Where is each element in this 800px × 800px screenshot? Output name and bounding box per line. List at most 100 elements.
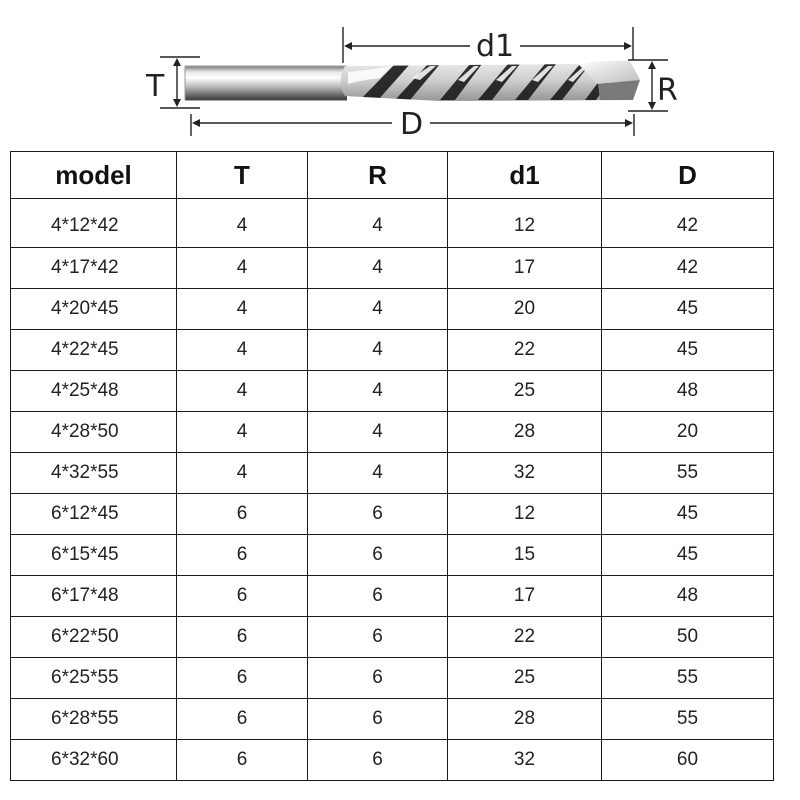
cell-t: 4 [176,370,308,412]
cell-model: 4*17*42 [10,247,177,289]
cell-d: 45 [601,288,774,330]
cell-model: 4*22*45 [10,329,177,371]
cell-d: 42 [601,247,774,289]
cell-d1: 12 [447,493,602,535]
cell-t: 4 [176,198,308,248]
cell-d: 55 [601,452,774,494]
cell-d: 60 [601,739,774,781]
table-row: 6*32*60 6 6 32 60 [10,739,774,781]
cell-d1: 25 [447,370,602,412]
cell-model: 4*20*45 [10,288,177,330]
header-t: T [176,151,308,199]
spec-table: model T R d1 D 4*12*42 4 4 12 42 4*17*42… [10,151,774,781]
cell-t: 6 [176,575,308,617]
cell-t: 6 [176,534,308,576]
cell-d: 45 [601,329,774,371]
cell-r: 6 [307,493,448,535]
cell-d: 55 [601,698,774,740]
cell-model: 6*17*48 [10,575,177,617]
cell-r: 6 [307,657,448,699]
cell-d1: 12 [447,198,602,248]
table-row: 6*28*55 6 6 28 55 [10,698,774,740]
cell-t: 6 [176,739,308,781]
cell-r: 6 [307,575,448,617]
cell-d: 45 [601,493,774,535]
table-row: 4*20*45 4 4 20 45 [10,288,774,330]
cell-t: 4 [176,247,308,289]
table-row: 6*12*45 6 6 12 45 [10,493,774,535]
table-row: 4*25*48 4 4 25 48 [10,370,774,412]
header-r: R [307,151,448,199]
cell-d1: 25 [447,657,602,699]
header-model: model [10,151,177,199]
header-d1: d1 [447,151,602,199]
cell-model: 4*12*42 [10,198,177,248]
tool-flutes [340,60,640,101]
tool-shank [185,66,347,100]
cell-model: 6*32*60 [10,739,177,781]
cell-r: 6 [307,616,448,658]
cell-t: 4 [176,329,308,371]
header-d: D [601,151,774,199]
cell-t: 4 [176,288,308,330]
cell-d: 55 [601,657,774,699]
cell-d1: 17 [447,247,602,289]
table-row: 6*25*55 6 6 25 55 [10,657,774,699]
cell-model: 6*12*45 [10,493,177,535]
table-header-row: model T R d1 D [10,151,774,199]
cell-model: 4*25*48 [10,370,177,412]
cell-d: 48 [601,575,774,617]
cell-t: 4 [176,452,308,494]
cell-t: 6 [176,493,308,535]
cell-d: 48 [601,370,774,412]
cell-model: 6*22*50 [10,616,177,658]
cell-model: 6*15*45 [10,534,177,576]
cell-t: 6 [176,698,308,740]
label-d1: d1 [476,29,514,64]
cell-d1: 32 [447,739,602,781]
cell-d1: 32 [447,452,602,494]
table-row: 4*28*50 4 4 28 20 [10,411,774,453]
cell-r: 6 [307,698,448,740]
cell-d1: 17 [447,575,602,617]
label-r: R [657,73,678,108]
cell-d1: 22 [447,616,602,658]
table-row: 6*17*48 6 6 17 48 [10,575,774,617]
cell-t: 6 [176,616,308,658]
cell-model: 4*28*50 [10,411,177,453]
cell-r: 4 [307,329,448,371]
cell-r: 4 [307,247,448,289]
cell-d1: 22 [447,329,602,371]
table-body: 4*12*42 4 4 12 42 4*17*42 4 4 17 42 4*20… [10,198,774,781]
cell-r: 4 [307,452,448,494]
dimension-t [160,56,200,109]
cell-model: 6*25*55 [10,657,177,699]
cell-model: 6*28*55 [10,698,177,740]
label-d: D [400,107,423,142]
cell-r: 4 [307,370,448,412]
cell-d1: 28 [447,698,602,740]
end-mill-diagram: T d1 R D [0,0,800,150]
cell-t: 6 [176,657,308,699]
end-mill-drawing: T d1 R D [145,27,678,142]
cell-r: 6 [307,534,448,576]
cell-r: 4 [307,411,448,453]
cell-d: 50 [601,616,774,658]
cell-d1: 20 [447,288,602,330]
table-row: 4*22*45 4 4 22 45 [10,329,774,371]
cell-r: 6 [307,739,448,781]
cell-d1: 15 [447,534,602,576]
table-row: 6*15*45 6 6 15 45 [10,534,774,576]
cell-d: 42 [601,198,774,248]
dimension-r [628,59,668,112]
cell-r: 4 [307,198,448,248]
cell-model: 4*32*55 [10,452,177,494]
cell-d: 20 [601,411,774,453]
table-row: 6*22*50 6 6 22 50 [10,616,774,658]
label-t: T [145,69,165,104]
cell-r: 4 [307,288,448,330]
dimension-d [190,114,635,136]
table-row: 4*32*55 4 4 32 55 [10,452,774,494]
dimension-d1 [342,27,634,63]
cell-d: 45 [601,534,774,576]
